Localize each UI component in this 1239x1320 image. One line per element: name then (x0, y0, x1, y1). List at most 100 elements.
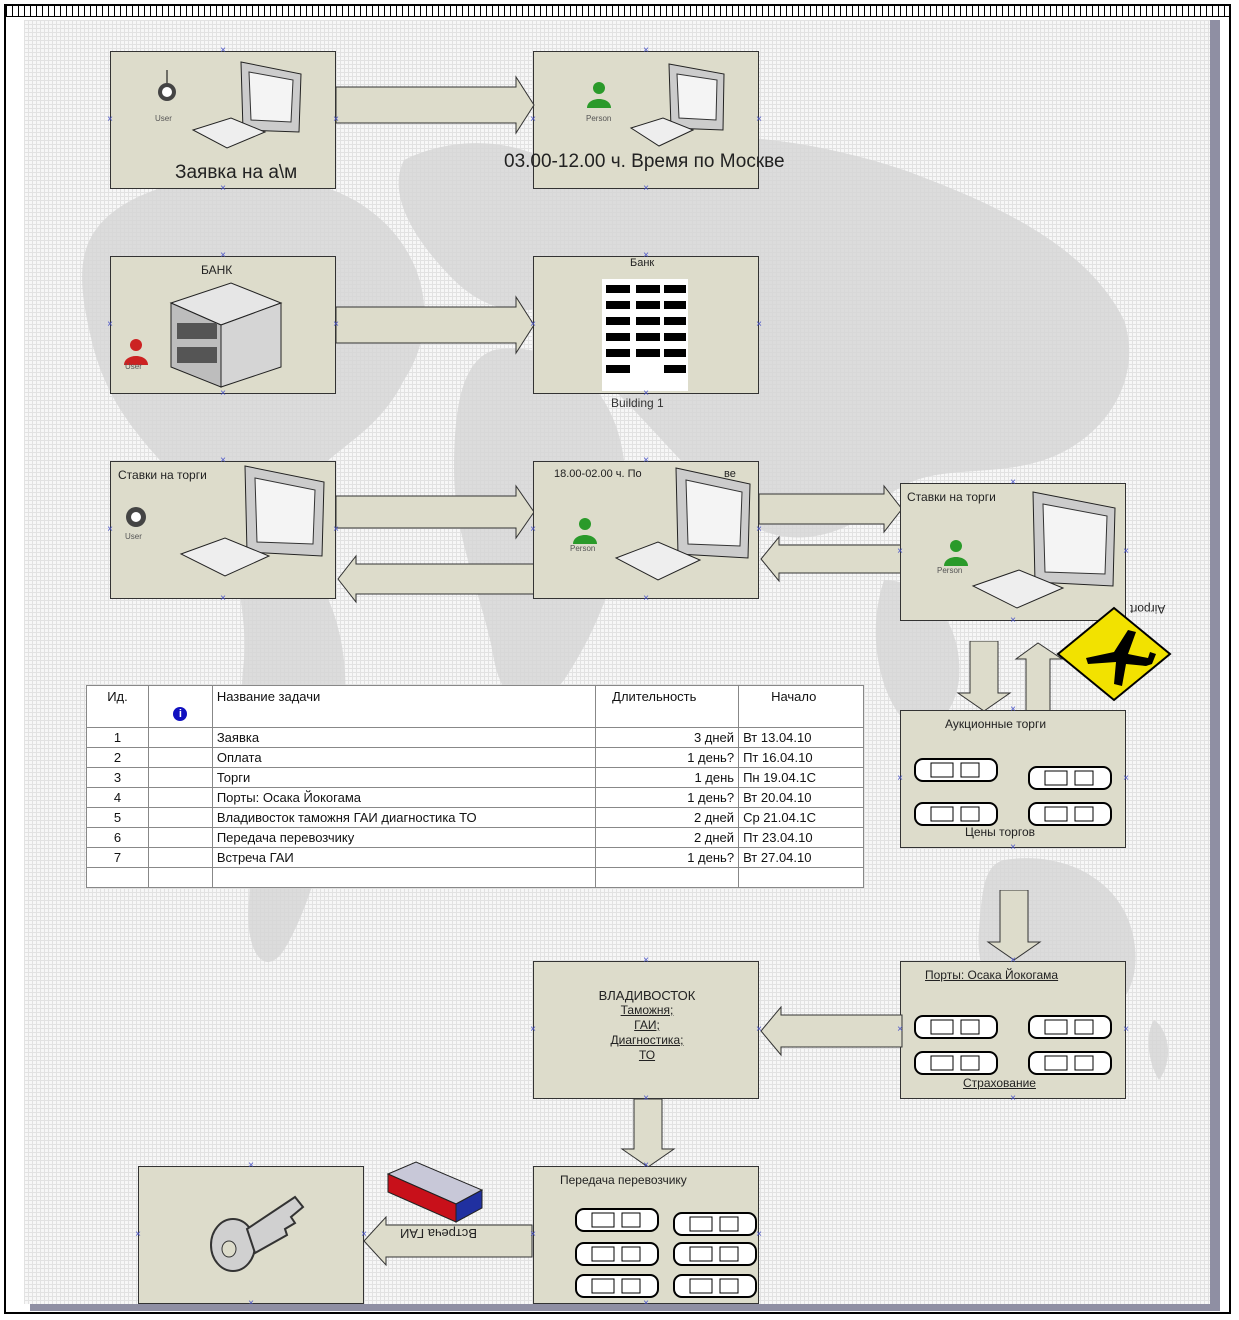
bank-left-box[interactable]: БАНК User (110, 256, 336, 394)
bids-right-box[interactable]: Ставки на торги Person (900, 483, 1126, 621)
flow-arrow-down (956, 641, 1012, 712)
car-icon (1028, 802, 1112, 826)
connection-point-marker[interactable]: × (220, 45, 226, 56)
header-duration: Длительность (595, 685, 740, 728)
row-name: Порты: Осака Йокогама (211, 787, 597, 808)
connection-point-marker[interactable]: × (1010, 842, 1016, 853)
connection-point-marker[interactable]: × (756, 1229, 762, 1240)
connection-point-marker[interactable]: × (1010, 477, 1016, 488)
row-duration: 1 день? (595, 747, 740, 768)
vladivostok-line-gai: ГАИ; (634, 1018, 660, 1032)
connection-point-marker[interactable]: × (1123, 773, 1129, 784)
carrier-label: Передача перевозчику (560, 1173, 687, 1187)
row-duration: 3 дней (595, 727, 740, 748)
flow-arrow-back (337, 554, 535, 604)
connection-point-marker[interactable]: × (756, 319, 762, 330)
row-start: Вт 27.04.10 (738, 847, 864, 868)
connection-point-marker[interactable]: × (1010, 955, 1016, 966)
bids-center-label: 18.00-02.00 ч. По (554, 468, 642, 480)
connection-point-marker[interactable]: × (530, 1024, 536, 1035)
connection-point-marker[interactable]: × (643, 1298, 649, 1305)
connection-point-marker[interactable]: × (220, 593, 226, 604)
connection-point-marker[interactable]: × (135, 1229, 141, 1240)
header-start: Начало (738, 685, 864, 728)
car-icon (575, 1208, 659, 1232)
bank-right-label: Банк (630, 257, 655, 269)
car-icon (575, 1242, 659, 1266)
airport-label: Airport (1130, 602, 1166, 616)
connection-point-marker[interactable]: × (530, 319, 536, 330)
user-icon-caption: User (155, 114, 172, 123)
connection-point-marker[interactable]: × (107, 319, 113, 330)
connection-point-marker[interactable]: × (220, 455, 226, 466)
connection-point-marker[interactable]: × (333, 319, 339, 330)
connection-point-marker[interactable]: × (643, 183, 649, 194)
connection-point-marker[interactable]: × (643, 455, 649, 466)
connection-point-marker[interactable]: × (530, 114, 536, 125)
row-name: Заявка (211, 727, 597, 748)
connection-point-marker[interactable]: × (643, 388, 649, 399)
order-box-label: Заявка на а\м (175, 162, 298, 183)
connection-point-marker[interactable]: × (643, 955, 649, 966)
connection-point-marker[interactable]: × (1123, 1024, 1129, 1035)
connection-point-marker[interactable]: × (643, 593, 649, 604)
person-icon-caption: Person (937, 566, 963, 575)
connection-point-marker[interactable]: × (756, 114, 762, 125)
connection-point-marker[interactable]: × (530, 524, 536, 535)
bids-center-box[interactable]: 18.00-02.00 ч. По ве Person (533, 461, 759, 599)
connection-point-marker[interactable]: × (333, 524, 339, 535)
connection-point-marker[interactable]: × (248, 1298, 254, 1305)
bids-left-box[interactable]: Ставки на торги User (110, 461, 336, 599)
row-start: Ср 21.04.1С (738, 807, 864, 828)
key-box[interactable] (138, 1166, 364, 1304)
row-id: 1 (86, 727, 149, 748)
connection-point-marker[interactable]: × (107, 114, 113, 125)
connection-point-marker[interactable]: × (220, 250, 226, 261)
connection-point-marker[interactable]: × (361, 1229, 367, 1240)
computer-icon (971, 491, 1116, 609)
car-icon (673, 1274, 757, 1298)
connection-point-marker[interactable]: × (1123, 546, 1129, 557)
flow-arrow-down (620, 1099, 676, 1168)
connection-point-marker[interactable]: × (1010, 615, 1016, 626)
connection-point-marker[interactable]: × (530, 1229, 536, 1240)
auction-box[interactable]: Аукционные торги Цены торгов (900, 710, 1126, 848)
connection-point-marker[interactable]: × (220, 388, 226, 399)
connection-point-marker[interactable]: × (643, 1093, 649, 1104)
order-box[interactable]: User Заявка на а\м (110, 51, 336, 189)
connection-point-marker[interactable]: × (643, 250, 649, 261)
car-icon (1028, 766, 1112, 790)
carrier-box[interactable]: Передача перевозчику (533, 1166, 759, 1304)
connection-point-marker[interactable]: × (756, 524, 762, 535)
car-icon (914, 758, 998, 782)
moscow-box[interactable]: Person (533, 51, 759, 189)
connection-point-marker[interactable]: × (1010, 1093, 1016, 1104)
row-id: 7 (86, 847, 149, 868)
connection-point-marker[interactable]: × (107, 524, 113, 535)
connection-point-marker[interactable]: × (643, 45, 649, 56)
bank-right-box[interactable]: Банк (533, 256, 759, 394)
ports-box[interactable]: Порты: Осака Йокогама Страхование (900, 961, 1126, 1099)
row-start: Пн 19.04.1С (738, 767, 864, 788)
person-icon-caption: Person (570, 544, 596, 553)
connection-point-marker[interactable]: × (756, 1024, 762, 1035)
vladivostok-box[interactable]: ВЛАДИВОСТОК Таможня; ГАИ; Диагностика; Т… (533, 961, 759, 1099)
connection-point-marker[interactable]: × (643, 1160, 649, 1171)
header-info: i (147, 685, 213, 728)
connection-point-marker[interactable]: × (897, 546, 903, 557)
info-icon: i (173, 707, 188, 721)
connection-point-marker[interactable]: × (897, 773, 903, 784)
connection-point-marker[interactable]: × (248, 1160, 254, 1171)
connection-point-marker[interactable]: × (897, 1024, 903, 1035)
connection-point-marker[interactable]: × (333, 114, 339, 125)
connection-point-marker[interactable]: × (220, 183, 226, 194)
moscow-box-label: 03.00-12.00 ч. Время по Москве (504, 151, 785, 172)
connection-point-marker[interactable]: × (1010, 704, 1016, 715)
